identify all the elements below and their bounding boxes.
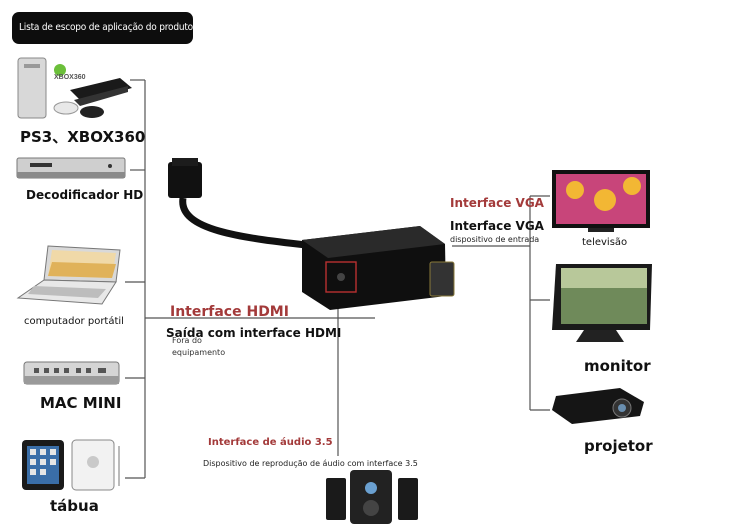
label-tv: televisão xyxy=(582,237,628,248)
label-tablet: tábua xyxy=(50,497,99,515)
vga-note: dispositivo de entrada xyxy=(450,235,540,244)
monitor-icon xyxy=(552,264,652,342)
audio-title: Interface de áudio 3.5 xyxy=(208,437,333,448)
label-mac-mini: MAC MINI xyxy=(40,394,122,412)
hdmi-subtitle: Saída com interface HDMI xyxy=(166,326,342,340)
hdmi-note: Fora do equipamento xyxy=(172,336,226,357)
page-title: Lista de escopo de aplicação do produto xyxy=(12,12,193,44)
console-icon xyxy=(17,57,132,119)
label-consoles: PS3、XBOX360 xyxy=(20,128,146,146)
mac-mini-icon xyxy=(23,361,120,385)
audio-note: Dispositivo de reprodução de áudio com i… xyxy=(203,459,418,468)
right-bracket xyxy=(452,195,550,411)
projector-icon xyxy=(552,388,644,424)
speakers-icon xyxy=(326,470,418,524)
xbox-logo: XBOX360 xyxy=(54,74,86,81)
left-bracket xyxy=(125,79,375,479)
label-monitor: monitor xyxy=(584,357,651,375)
tv-icon xyxy=(552,170,650,232)
vga-title: Interface VGA xyxy=(450,196,544,210)
label-decoder: Decodificador HD xyxy=(26,188,144,202)
label-projector: projetor xyxy=(584,437,653,455)
hdmi-title: Interface HDMI xyxy=(170,304,289,320)
laptop-icon xyxy=(16,245,121,305)
tablet-icon xyxy=(22,439,120,491)
vga-subtitle: Interface VGA xyxy=(450,219,544,233)
hdmi-vga-adapter xyxy=(168,158,455,310)
decoder-icon xyxy=(16,157,126,179)
label-laptop: computador portátil xyxy=(24,316,124,327)
